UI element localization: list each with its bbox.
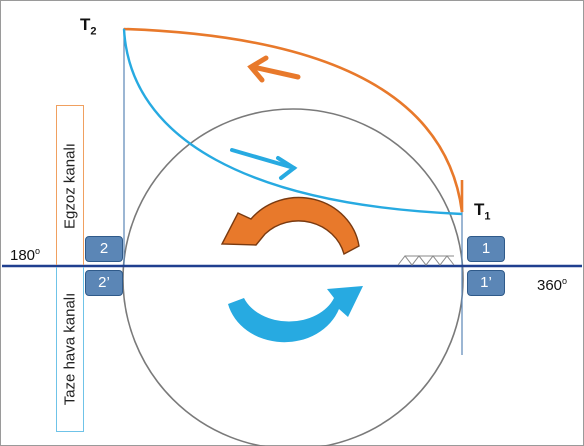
seal-truss-icon [397,255,455,266]
blue-curve [122,28,463,216]
exhaust-channel: Egzoz kanalı [56,105,84,265]
position-1-prime-box: 1’ [467,270,505,296]
exhaust-channel-label: Egzoz kanalı [61,142,79,229]
fresh-air-channel-label: Taze hava kanalı [61,292,79,406]
angle-360-label: 360o [537,276,568,294]
angle-180-label: 180o [10,246,41,264]
t2-label: T2 [80,15,97,38]
orange-curve [123,27,464,213]
blue-rotation-arrow-icon [228,286,363,343]
blue-arrow-icon [230,148,298,180]
orange-arrow-icon [247,55,301,83]
orange-rotation-arrow-icon [220,196,360,256]
position-2-box: 2 [85,236,123,262]
t1-label: T1 [474,200,491,223]
rotor-circle [122,108,464,446]
position-1-box: 1 [467,236,505,262]
position-2-prime-box: 2’ [85,270,123,296]
fresh-air-channel: Taze hava kanalı [56,267,84,432]
